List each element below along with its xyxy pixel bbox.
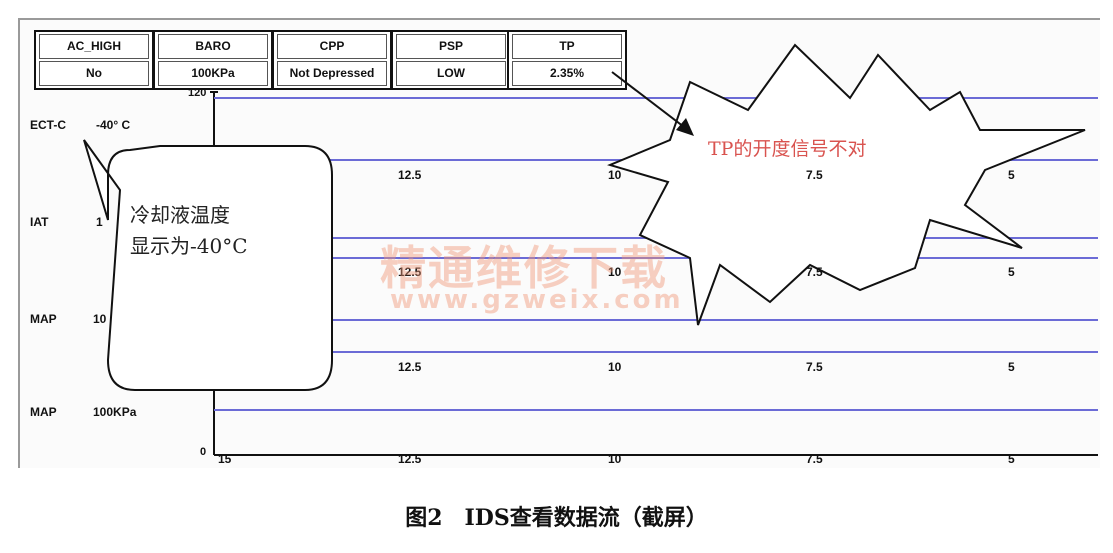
y-axis-max: 120 — [188, 87, 207, 99]
param-value: LOW — [396, 61, 506, 86]
y-axis-min: 0 — [200, 446, 207, 458]
param-value: 100KPa — [158, 61, 268, 86]
tick-label: 10 — [608, 452, 622, 466]
tick-label: 7.5 — [806, 360, 823, 374]
tick-label: 5 — [1008, 265, 1015, 279]
ect-callout-text: 冷却液温度 显示为-40°C — [130, 200, 248, 262]
tick-label: 12.5 — [398, 360, 422, 374]
tp-callout-text: TP的开度信号不对 — [708, 138, 867, 160]
param-cell-cpp[interactable]: CPP Not Depressed — [272, 30, 392, 90]
param-name: PSP — [396, 34, 506, 59]
tick-label: 10 — [608, 360, 622, 374]
param-value: Not Depressed — [277, 61, 387, 86]
param-name: AC_HIGH — [39, 34, 149, 59]
tick-label: 12.5 — [398, 265, 422, 279]
watermark-title: 精通维修下载 — [380, 241, 668, 295]
param-name: TP — [512, 34, 622, 59]
watermark-url: www.gzweix.com — [390, 285, 684, 315]
ect-callout-line2: 显示为-40°C — [130, 234, 248, 258]
tick-label: 12.5 — [398, 452, 422, 466]
iat-label: IAT — [30, 215, 49, 229]
tp-callout-starburst — [607, 43, 1086, 326]
param-value: No — [39, 61, 149, 86]
tick-label: 7.5 — [806, 168, 823, 182]
tick-label: 10 — [608, 265, 622, 279]
iat-value: 1 — [96, 215, 103, 229]
ect-label: ECT-C — [30, 118, 66, 132]
map-label-1: MAP — [30, 312, 57, 326]
figure-caption: 图2 IDS查看数据流（截屏） — [405, 505, 708, 531]
param-name: BARO — [158, 34, 268, 59]
x-first-tick: 15 — [218, 452, 232, 466]
tick-label: 7.5 — [806, 452, 823, 466]
ect-callout-bubble — [83, 139, 333, 391]
map-value-2: 100KPa — [93, 405, 137, 419]
param-cell-tp[interactable]: TP 2.35% — [507, 30, 627, 90]
map-value-1: 10 — [93, 312, 107, 326]
tick-label: 5 — [1008, 168, 1015, 182]
param-cell-psp[interactable]: PSP LOW — [391, 30, 511, 90]
tick-label: 5 — [1008, 360, 1015, 374]
tick-label: 7.5 — [806, 265, 823, 279]
tick-label: 5 — [1008, 452, 1015, 466]
ect-callout-line1: 冷却液温度 — [130, 203, 230, 227]
param-value: 2.35% — [512, 61, 622, 86]
tick-label: 12.5 — [398, 168, 422, 182]
tick-label: 10 — [608, 168, 622, 182]
param-name: CPP — [277, 34, 387, 59]
param-cell-ac-high[interactable]: AC_HIGH No — [34, 30, 154, 90]
ect-value: -40° C — [96, 118, 131, 132]
arrow-head — [676, 118, 694, 136]
map-label-2: MAP — [30, 405, 57, 419]
